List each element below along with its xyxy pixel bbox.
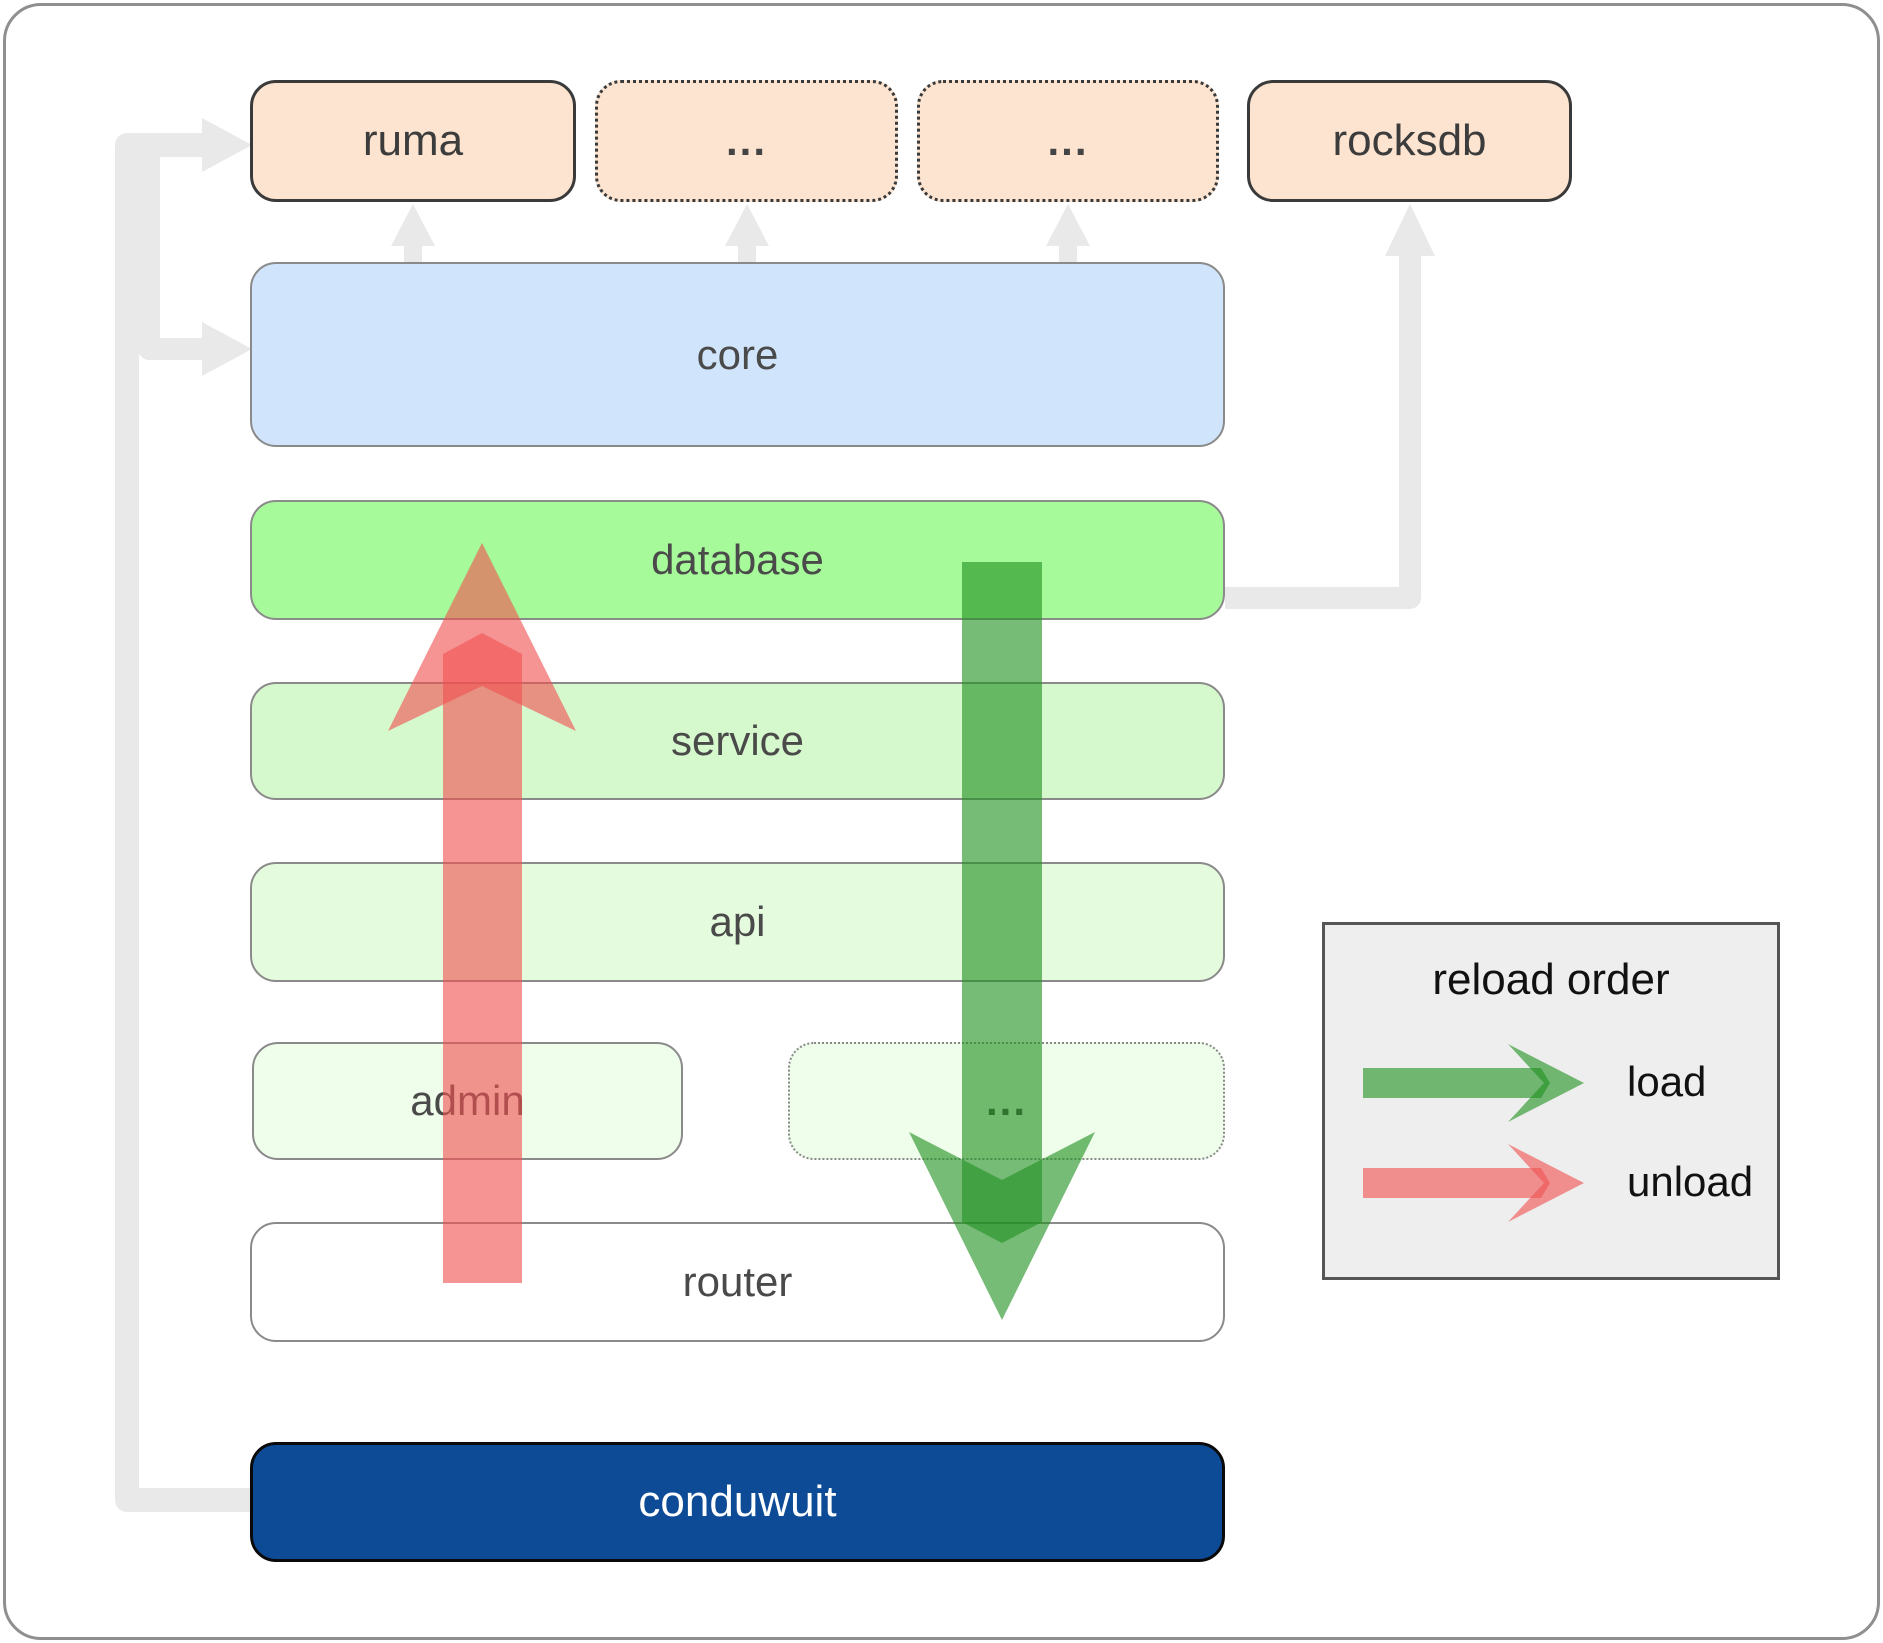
node-database: database — [250, 500, 1225, 620]
canvas-border — [3, 3, 1880, 1640]
node-rocksdb-label: rocksdb — [1332, 116, 1487, 165]
node-database-label: database — [651, 536, 824, 583]
node-core-label: core — [696, 330, 779, 378]
legend-reload-order: reload order load unload — [1322, 922, 1780, 1280]
unload-arrow-icon — [1363, 1144, 1584, 1222]
unload-legend-shaft — [1363, 1168, 1550, 1198]
node-api-label: api — [709, 898, 766, 945]
arrowhead-into-core-icon — [202, 322, 252, 376]
unload-arrow-shaft — [443, 633, 522, 1283]
node-dots-top-1-label: ... — [725, 117, 767, 164]
legend-label-unload: unload — [1627, 1158, 1754, 1205]
node-dots-top-1: ... — [595, 80, 898, 202]
unload-arrow-head-icon — [388, 543, 576, 731]
connector-branch-to-core — [138, 157, 204, 360]
node-service-label: service — [670, 717, 805, 764]
node-ruma-label: ruma — [362, 116, 464, 165]
node-conduwuit: conduwuit — [250, 1442, 1225, 1562]
connector-conduwuit-to-ruma — [115, 133, 252, 1512]
legend-title: reload order — [1432, 955, 1670, 1004]
unload-legend-head-icon — [1508, 1144, 1584, 1222]
node-router: router — [250, 1222, 1225, 1342]
node-conduwuit-label: conduwuit — [638, 1477, 837, 1526]
node-router-label: router — [682, 1258, 793, 1305]
load-arrow-head-icon — [909, 1132, 1095, 1320]
load-legend-shaft — [1363, 1068, 1550, 1098]
load-legend-head-icon — [1508, 1044, 1584, 1122]
node-core: core — [250, 262, 1225, 447]
arrowhead-core-to-ruma-icon — [391, 204, 435, 246]
node-api: api — [250, 862, 1225, 982]
arrowhead-core-to-dots-2-icon — [1046, 204, 1090, 246]
arrowhead-into-rocksdb-icon — [1385, 204, 1435, 256]
load-arrow-icon — [1363, 1044, 1584, 1122]
connector-database-to-rocksdb — [1225, 254, 1421, 609]
arrowhead-core-to-dots-1-icon — [725, 204, 769, 246]
node-rocksdb: rocksdb — [1247, 80, 1572, 202]
node-dots-top-2: ... — [917, 80, 1219, 202]
node-ruma: ruma — [250, 80, 576, 202]
legend-label-load: load — [1627, 1058, 1707, 1105]
node-dots-top-2-label: ... — [1047, 117, 1089, 164]
arrowhead-into-ruma-icon — [202, 118, 252, 172]
load-arrow-shaft — [962, 562, 1042, 1243]
